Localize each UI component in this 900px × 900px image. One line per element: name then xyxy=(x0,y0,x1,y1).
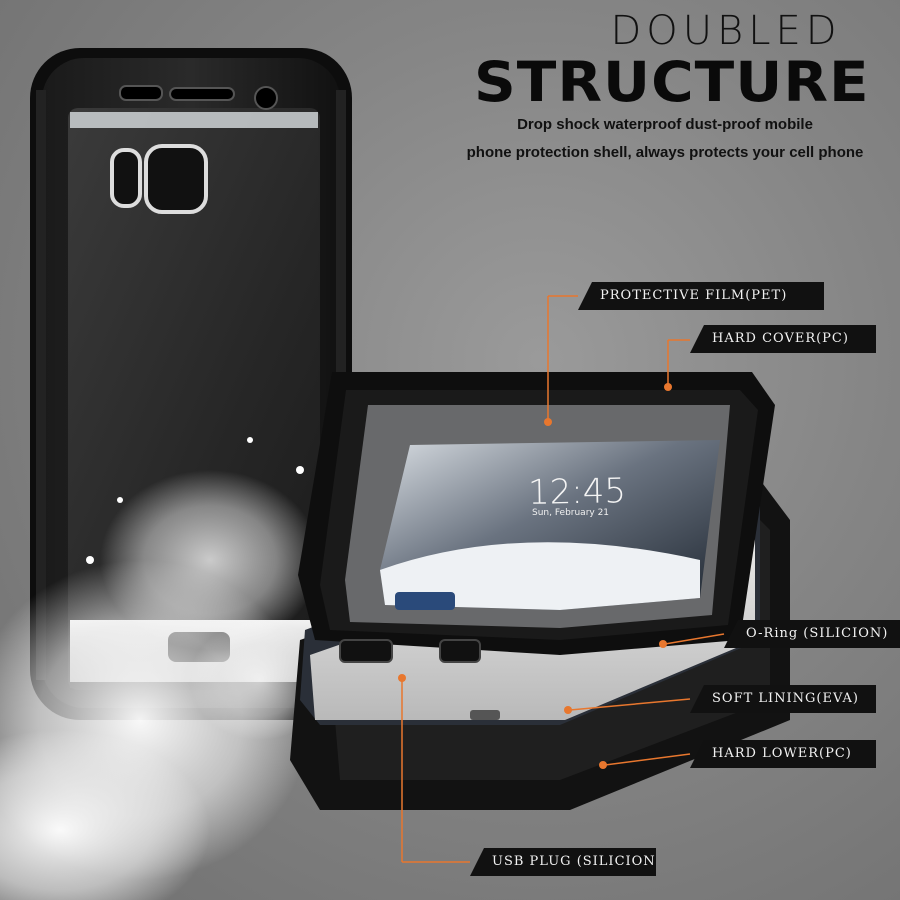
water-splash xyxy=(0,437,333,900)
label-hard-lower: HARD LOWER(PC) xyxy=(690,740,876,768)
leader-dots xyxy=(398,383,672,769)
description-line2: phone protection shell, always protects … xyxy=(466,144,864,161)
label-soft-lining: SOFT LINING(EVA) xyxy=(690,685,876,713)
screen-time: 12:45 xyxy=(527,471,627,513)
label-o-ring: O-Ring (SILICION) xyxy=(724,620,900,648)
label-hard-cover: HARD COVER(PC) xyxy=(690,325,876,353)
heading-line1: DOUBLED xyxy=(610,8,842,54)
screen-date: Sun, February 21 xyxy=(532,508,610,518)
heading-line2: STRUCTURE xyxy=(474,49,870,115)
description-line1: Drop shock waterproof dust-proof mobile xyxy=(517,116,813,133)
usb-plug xyxy=(339,639,481,663)
label-protective-film: PROTECTIVE FILM(PET) xyxy=(578,282,824,310)
phone-screen xyxy=(380,440,720,610)
leader-lines xyxy=(401,295,725,863)
label-usb-plug: USB PLUG (SILICION) xyxy=(470,848,656,876)
